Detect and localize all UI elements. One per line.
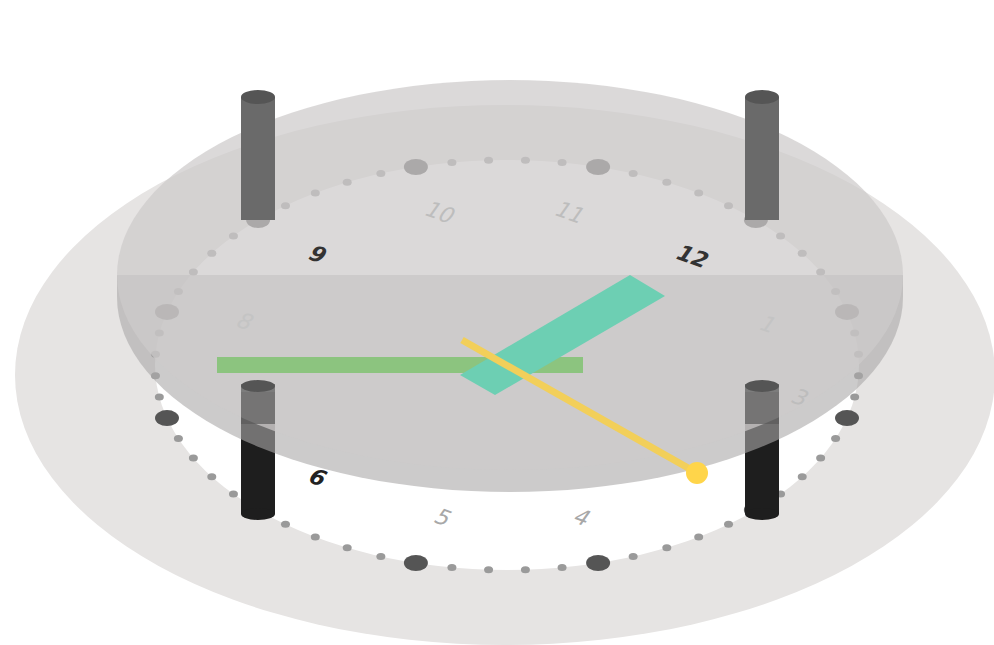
glass-disk xyxy=(117,80,903,492)
second-hand-tip xyxy=(686,462,708,484)
upper-posts xyxy=(241,90,779,424)
second-hand xyxy=(462,340,697,473)
clock-hands xyxy=(217,275,708,484)
minute-hand xyxy=(460,275,665,395)
